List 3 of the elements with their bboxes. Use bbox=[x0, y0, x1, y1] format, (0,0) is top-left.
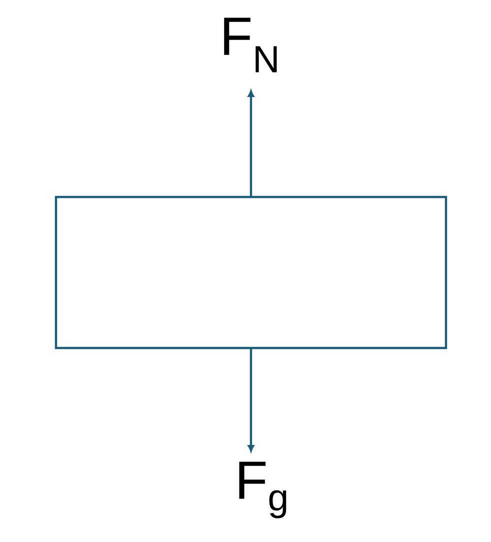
force-label: F$_{N}$ bbox=[224, 18, 277, 72]
force-label: F$_{g}$ bbox=[239, 462, 286, 518]
block bbox=[54, 196, 448, 350]
